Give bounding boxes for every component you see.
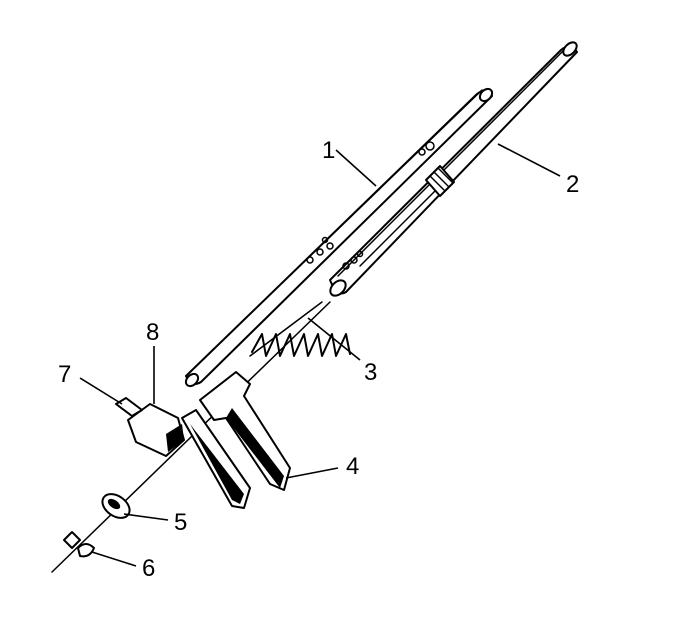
callout-label-2: 2	[566, 171, 579, 198]
part-8-housing	[127, 403, 185, 457]
callout-label-1: 1	[322, 137, 335, 164]
leader-line-3	[307, 317, 361, 361]
callout-label-6: 6	[142, 555, 155, 582]
assembly-axis-line	[51, 301, 331, 573]
part-1-shift-rod	[184, 87, 494, 388]
part-4-shift-fork	[181, 371, 291, 509]
part-3-spring	[249, 301, 351, 357]
callout-label-7: 7	[58, 361, 71, 388]
leader-line-6	[91, 551, 137, 567]
part-7-pin	[115, 397, 143, 417]
callout-label-8: 8	[146, 319, 159, 346]
callout-label-4: 4	[346, 453, 359, 480]
leader-line-2	[497, 143, 561, 177]
leader-line-4	[285, 467, 339, 479]
callout-label-3: 3	[364, 359, 377, 386]
part-5-washer	[101, 493, 131, 519]
part-6-clip	[63, 531, 95, 558]
part-2-shaft	[329, 41, 578, 297]
callout-label-5: 5	[174, 509, 187, 536]
leader-line-1	[335, 149, 377, 187]
leader-line-7	[79, 377, 123, 405]
leader-line-5	[123, 513, 169, 521]
